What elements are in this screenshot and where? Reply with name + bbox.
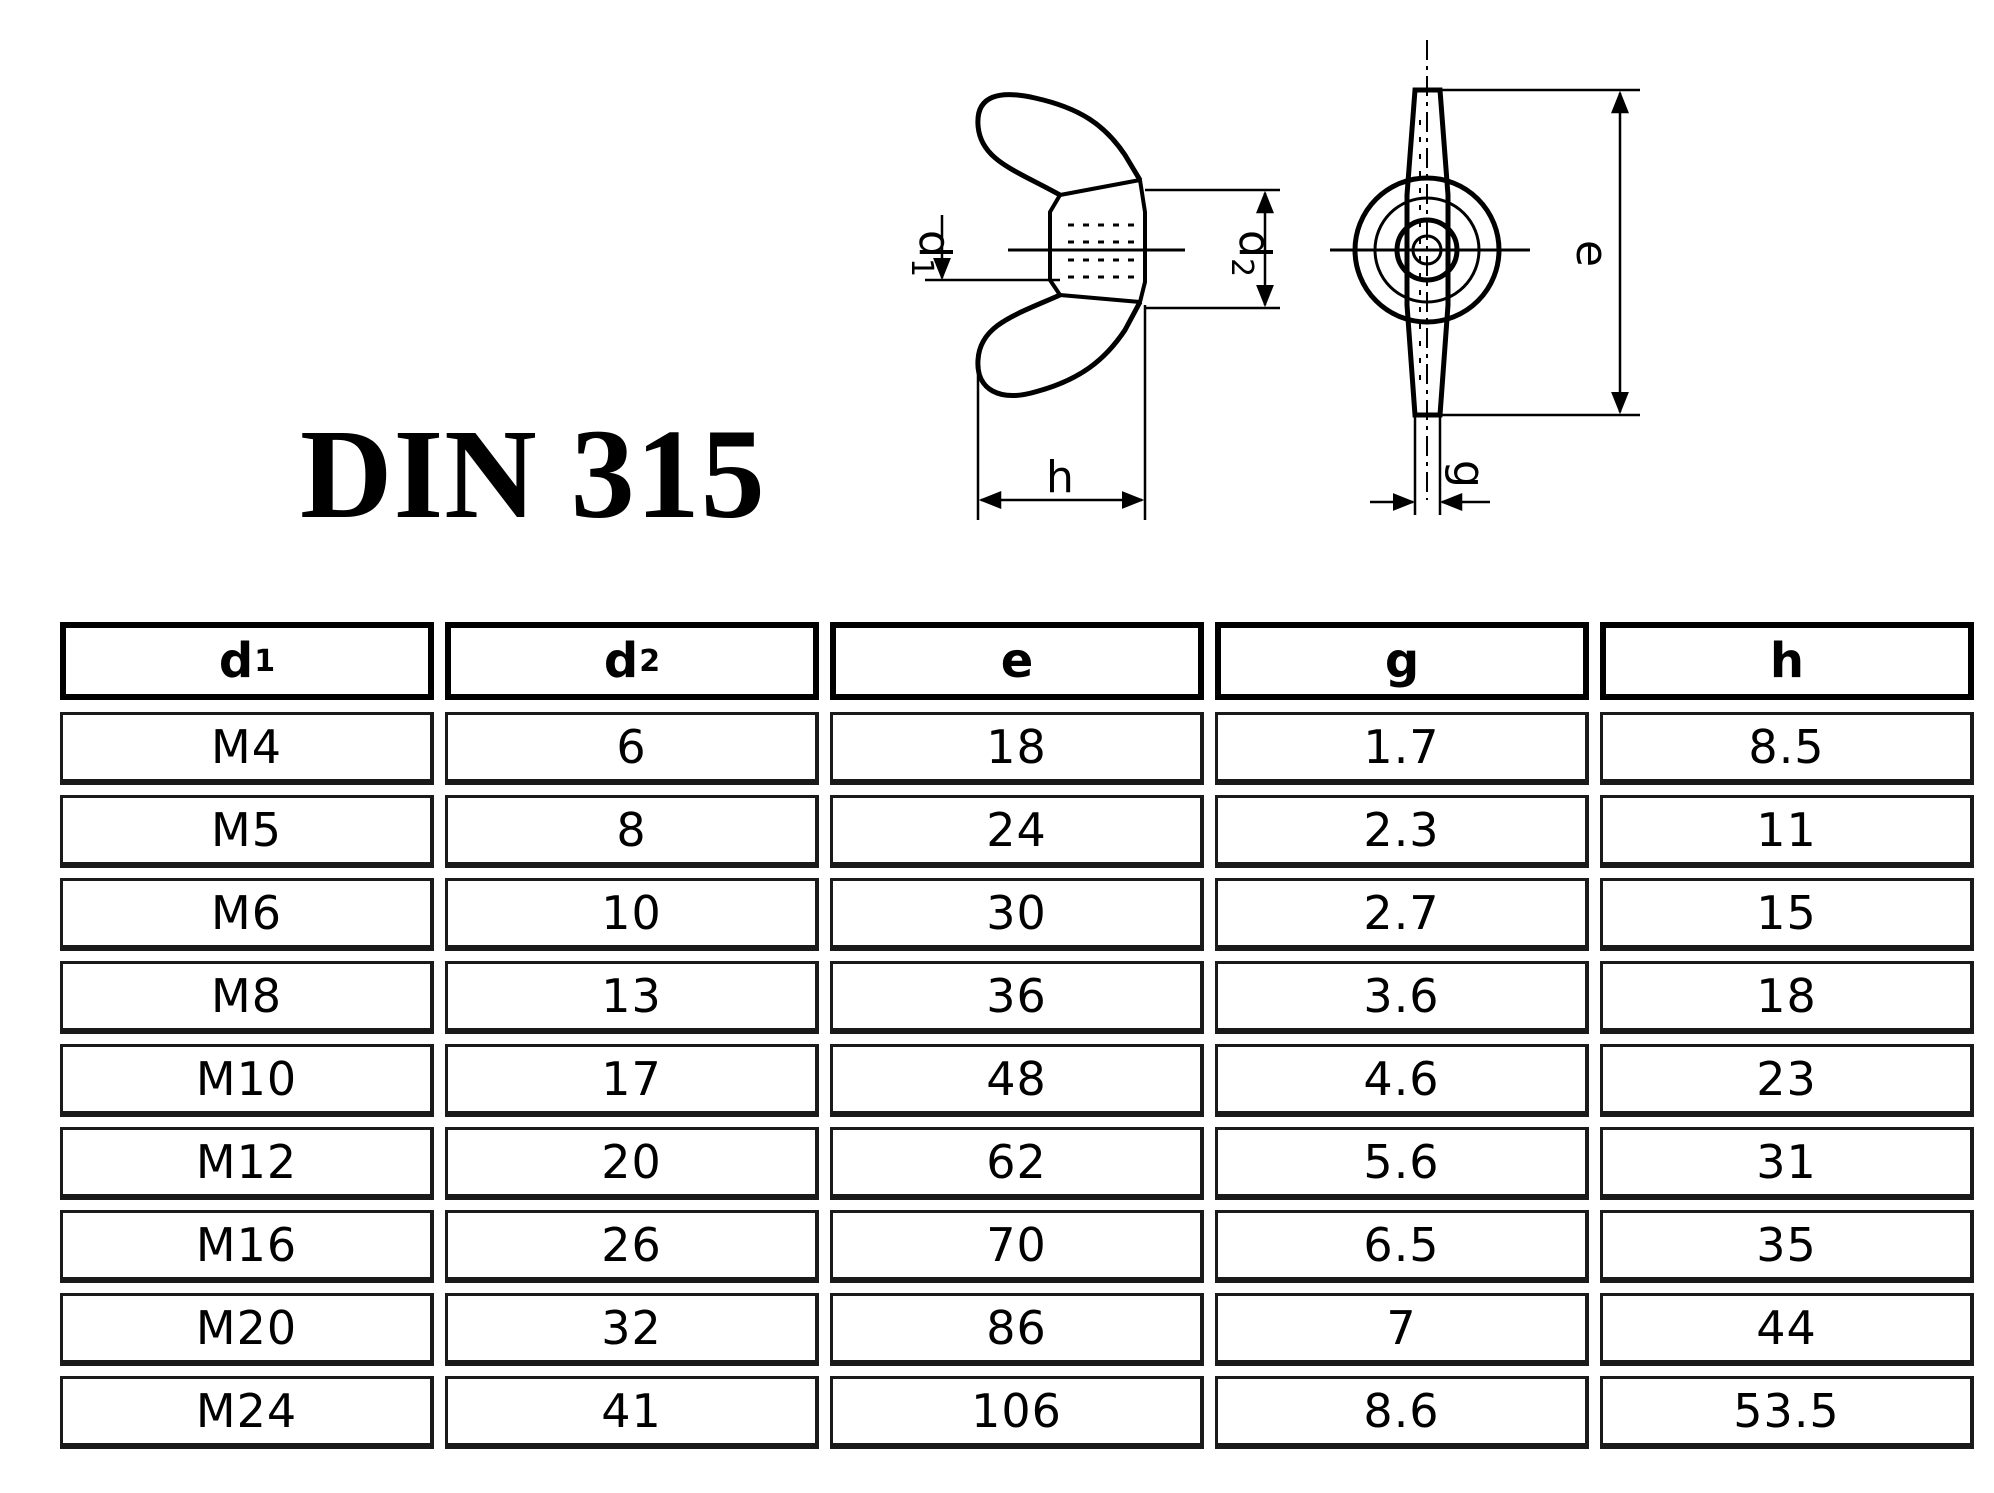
table-cell-h: 11: [1600, 795, 1974, 868]
table-cell-d2: 10: [445, 878, 819, 951]
table-cell-g: 2.3: [1215, 795, 1589, 868]
table-cell-g: 8.6: [1215, 1376, 1589, 1449]
column-header-symbol: h: [1769, 633, 1805, 689]
table-cell-d1: M6: [60, 878, 434, 951]
column-header-e: e: [830, 622, 1204, 700]
table-cell-h: 18: [1600, 961, 1974, 1034]
g-label: g: [1443, 460, 1494, 488]
table-cell-d2: 32: [445, 1293, 819, 1366]
table-cell-d2: 41: [445, 1376, 819, 1449]
column-header-subscript: 1: [254, 643, 276, 679]
table-cell-h: 53.5: [1600, 1376, 1974, 1449]
table-cell-d1: M20: [60, 1293, 434, 1366]
table-cell-d2: 17: [445, 1044, 819, 1117]
front-view: [975, 92, 1147, 398]
column-header-symbol: d: [218, 633, 254, 689]
table-cell-d1: M12: [60, 1127, 434, 1200]
d2-label: d2: [1224, 230, 1280, 277]
table-cell-g: 1.7: [1215, 712, 1589, 785]
column-header-h: h: [1600, 622, 1974, 700]
table-cell-e: 36: [830, 961, 1204, 1034]
side-view: [1330, 40, 1530, 500]
table-cell-e: 24: [830, 795, 1204, 868]
d1-label: d1: [904, 230, 960, 277]
table-cell-e: 30: [830, 878, 1204, 951]
table-cell-e: 62: [830, 1127, 1204, 1200]
e-label: e: [1566, 240, 1617, 267]
table-cell-d2: 8: [445, 795, 819, 868]
table-cell-d1: M5: [60, 795, 434, 868]
table-cell-e: 86: [830, 1293, 1204, 1366]
table-cell-g: 4.6: [1215, 1044, 1589, 1117]
table-cell-h: 31: [1600, 1127, 1974, 1200]
table-cell-d2: 26: [445, 1210, 819, 1283]
table-cell-d1: M4: [60, 712, 434, 785]
table-cell-h: 8.5: [1600, 712, 1974, 785]
table-cell-e: 106: [830, 1376, 1204, 1449]
table-cell-h: 35: [1600, 1210, 1974, 1283]
column-header-subscript: 2: [639, 643, 661, 679]
table-cell-h: 23: [1600, 1044, 1974, 1117]
h-label: h: [1046, 452, 1074, 503]
table-cell-g: 7: [1215, 1293, 1589, 1366]
table-cell-d2: 20: [445, 1127, 819, 1200]
table-cell-h: 44: [1600, 1293, 1974, 1366]
standard-title: DIN 315: [300, 403, 766, 545]
table-cell-e: 70: [830, 1210, 1204, 1283]
table-cell-e: 18: [830, 712, 1204, 785]
table-cell-d1: M24: [60, 1376, 434, 1449]
table-cell-d1: M16: [60, 1210, 434, 1283]
table-cell-d1: M8: [60, 961, 434, 1034]
column-header-symbol: d: [603, 633, 639, 689]
column-header-g: g: [1215, 622, 1589, 700]
table-cell-d1: M10: [60, 1044, 434, 1117]
column-header-symbol: e: [1000, 633, 1034, 689]
table-cell-g: 6.5: [1215, 1210, 1589, 1283]
table-cell-e: 48: [830, 1044, 1204, 1117]
table-cell-d2: 13: [445, 961, 819, 1034]
column-header-symbol: g: [1384, 633, 1420, 689]
table-cell-d2: 6: [445, 712, 819, 785]
table-cell-g: 2.7: [1215, 878, 1589, 951]
table-cell-g: 5.6: [1215, 1127, 1589, 1200]
table-cell-h: 15: [1600, 878, 1974, 951]
wing-nut-drawing: d1 d2 h e g: [904, 40, 1640, 520]
table-cell-g: 3.6: [1215, 961, 1589, 1034]
